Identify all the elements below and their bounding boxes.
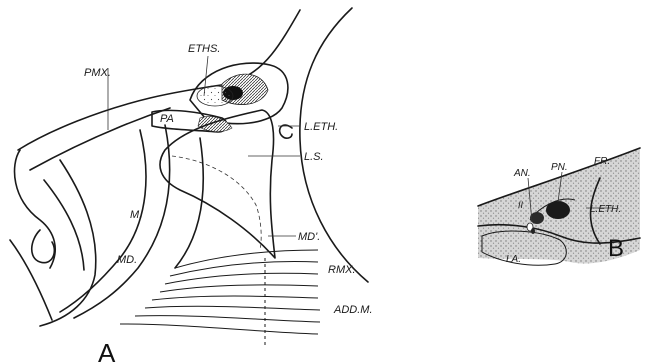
label-m: M. bbox=[130, 209, 142, 221]
label-ls: L.S. bbox=[304, 151, 324, 163]
label-pn: PN. bbox=[551, 162, 568, 173]
figure-a: ETHS. PMX. PA L.ETH. L.S. M. MD. MD'. RM… bbox=[10, 8, 373, 364]
label-pa: PA bbox=[160, 113, 174, 125]
panel-label-a: A bbox=[98, 338, 116, 364]
pn-dark-mass bbox=[546, 201, 570, 219]
label-eths: ETHS. bbox=[188, 43, 220, 55]
label-rmx: RMX. bbox=[328, 264, 356, 276]
label-leth: L.ETH. bbox=[304, 121, 338, 133]
premaxilla-outline bbox=[18, 84, 228, 150]
adductor-muscle-fibers bbox=[120, 250, 320, 345]
panel-label-b: B bbox=[608, 235, 624, 262]
label-addm: ADD.M. bbox=[333, 304, 373, 316]
label-pmx: PMX. bbox=[84, 67, 111, 79]
label-md-prime: MD'. bbox=[298, 231, 320, 243]
label-ii: II bbox=[518, 200, 524, 210]
figure-b: PN. AN. FR. II L.ETH. LA. B bbox=[478, 148, 640, 265]
label-md: MD. bbox=[117, 254, 137, 266]
label-an: AN. bbox=[513, 168, 531, 179]
label-leth-b: L.ETH. bbox=[590, 204, 621, 215]
maxilla-outline bbox=[60, 130, 146, 312]
frontal-curve bbox=[238, 10, 300, 80]
label-fr: FR. bbox=[594, 156, 610, 167]
label-la: LA. bbox=[506, 254, 521, 265]
